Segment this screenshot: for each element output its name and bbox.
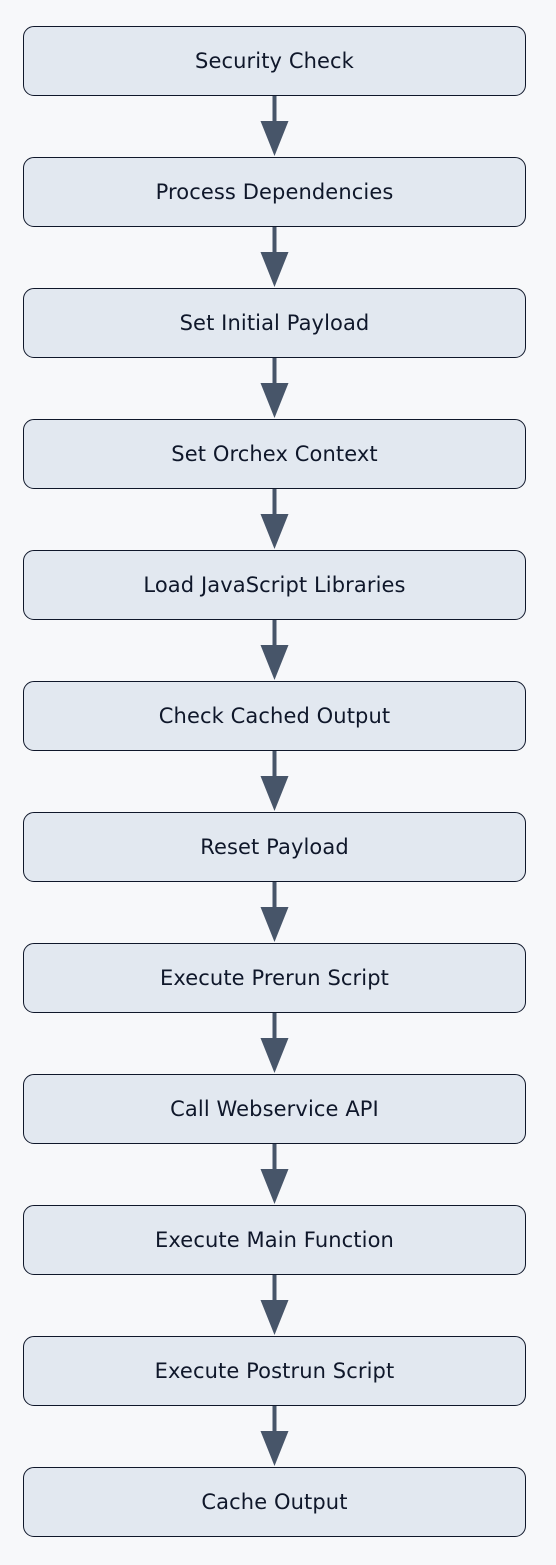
flow-arrow bbox=[260, 1275, 289, 1335]
step-process-dependencies: Process Dependencies bbox=[23, 157, 526, 227]
flow-arrow bbox=[260, 1406, 289, 1466]
step-execute-prerun-script: Execute Prerun Script bbox=[23, 943, 526, 1013]
flow-arrow bbox=[260, 227, 289, 287]
flow-arrow bbox=[260, 882, 289, 942]
step-set-initial-payload: Set Initial Payload bbox=[23, 288, 526, 358]
flow-arrow bbox=[260, 96, 289, 156]
step-load-javascript-libraries: Load JavaScript Libraries bbox=[23, 550, 526, 620]
flow-arrow bbox=[260, 751, 289, 811]
flow-arrow bbox=[260, 1013, 289, 1073]
step-security-check: Security Check bbox=[23, 26, 526, 96]
flow-arrow bbox=[260, 1144, 289, 1204]
step-reset-payload: Reset Payload bbox=[23, 812, 526, 882]
step-execute-main-function: Execute Main Function bbox=[23, 1205, 526, 1275]
flow-arrow bbox=[260, 489, 289, 549]
step-call-webservice-api: Call Webservice API bbox=[23, 1074, 526, 1144]
flow-arrow bbox=[260, 358, 289, 418]
flow-arrow bbox=[260, 620, 289, 680]
step-check-cached-output: Check Cached Output bbox=[23, 681, 526, 751]
step-cache-output: Cache Output bbox=[23, 1467, 526, 1537]
step-set-orchex-context: Set Orchex Context bbox=[23, 419, 526, 489]
step-execute-postrun-script: Execute Postrun Script bbox=[23, 1336, 526, 1406]
